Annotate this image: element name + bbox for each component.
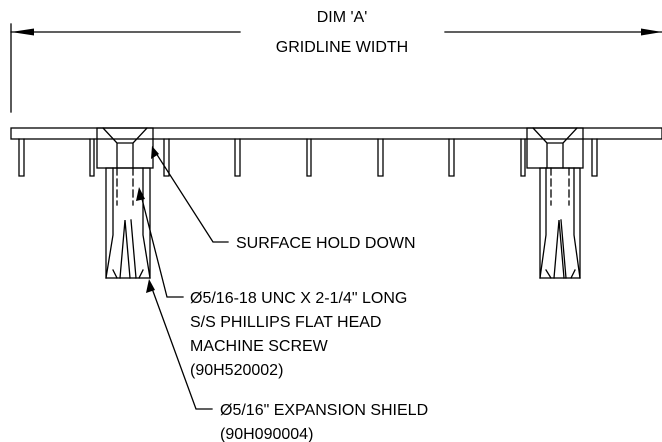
hold-down-body-right — [526, 127, 584, 169]
callout-screw-line1: Ø5/16-18 UNC X 2-1/4" LONG — [190, 290, 407, 307]
surface-hold-down-right — [526, 127, 584, 279]
leader-arrow-hold-down — [151, 146, 159, 159]
shield-wedge-left — [112, 219, 144, 279]
leader-hold-down — [151, 146, 229, 243]
leader-arrow-shield — [146, 279, 155, 293]
screw-shank-left — [116, 167, 134, 206]
shield-slot-left — [105, 167, 151, 279]
callout-screw-line2: S/S PHILLIPS FLAT HEAD — [190, 314, 381, 331]
leader-arrow-screw — [136, 187, 145, 201]
gridline-bar — [10, 127, 662, 177]
dimension-arrow-left — [11, 28, 34, 36]
callout-screw-line4: (90H520002) — [190, 362, 283, 379]
grid-tines — [18, 138, 598, 177]
countersink-left — [102, 127, 148, 169]
callout-shield-line2: (90H090004) — [220, 426, 313, 442]
dimension-label-line2: GRIDLINE WIDTH — [276, 39, 408, 56]
hold-down-body-left — [96, 127, 154, 169]
expansion-shield-right — [539, 167, 581, 279]
callout-hold-down: SURFACE HOLD DOWN — [236, 235, 416, 252]
dimension-arrow-right — [641, 28, 662, 36]
dimension-label-line1: DIM 'A' — [317, 9, 368, 26]
expansion-shield-left — [105, 167, 151, 279]
leader-screw — [136, 187, 184, 298]
shield-slot-right — [539, 167, 581, 279]
surface-hold-down-left — [96, 127, 154, 279]
dimension-line — [10, 23, 662, 113]
grid-top-bar — [10, 127, 662, 140]
callout-shield-line1: Ø5/16" EXPANSION SHIELD — [220, 402, 428, 419]
callout-screw-line3: MACHINE SCREW — [190, 338, 329, 355]
shield-wedge-right — [545, 219, 576, 279]
screw-shank-right — [550, 167, 570, 206]
leader-shield — [146, 279, 213, 410]
countersink-right — [532, 127, 578, 169]
